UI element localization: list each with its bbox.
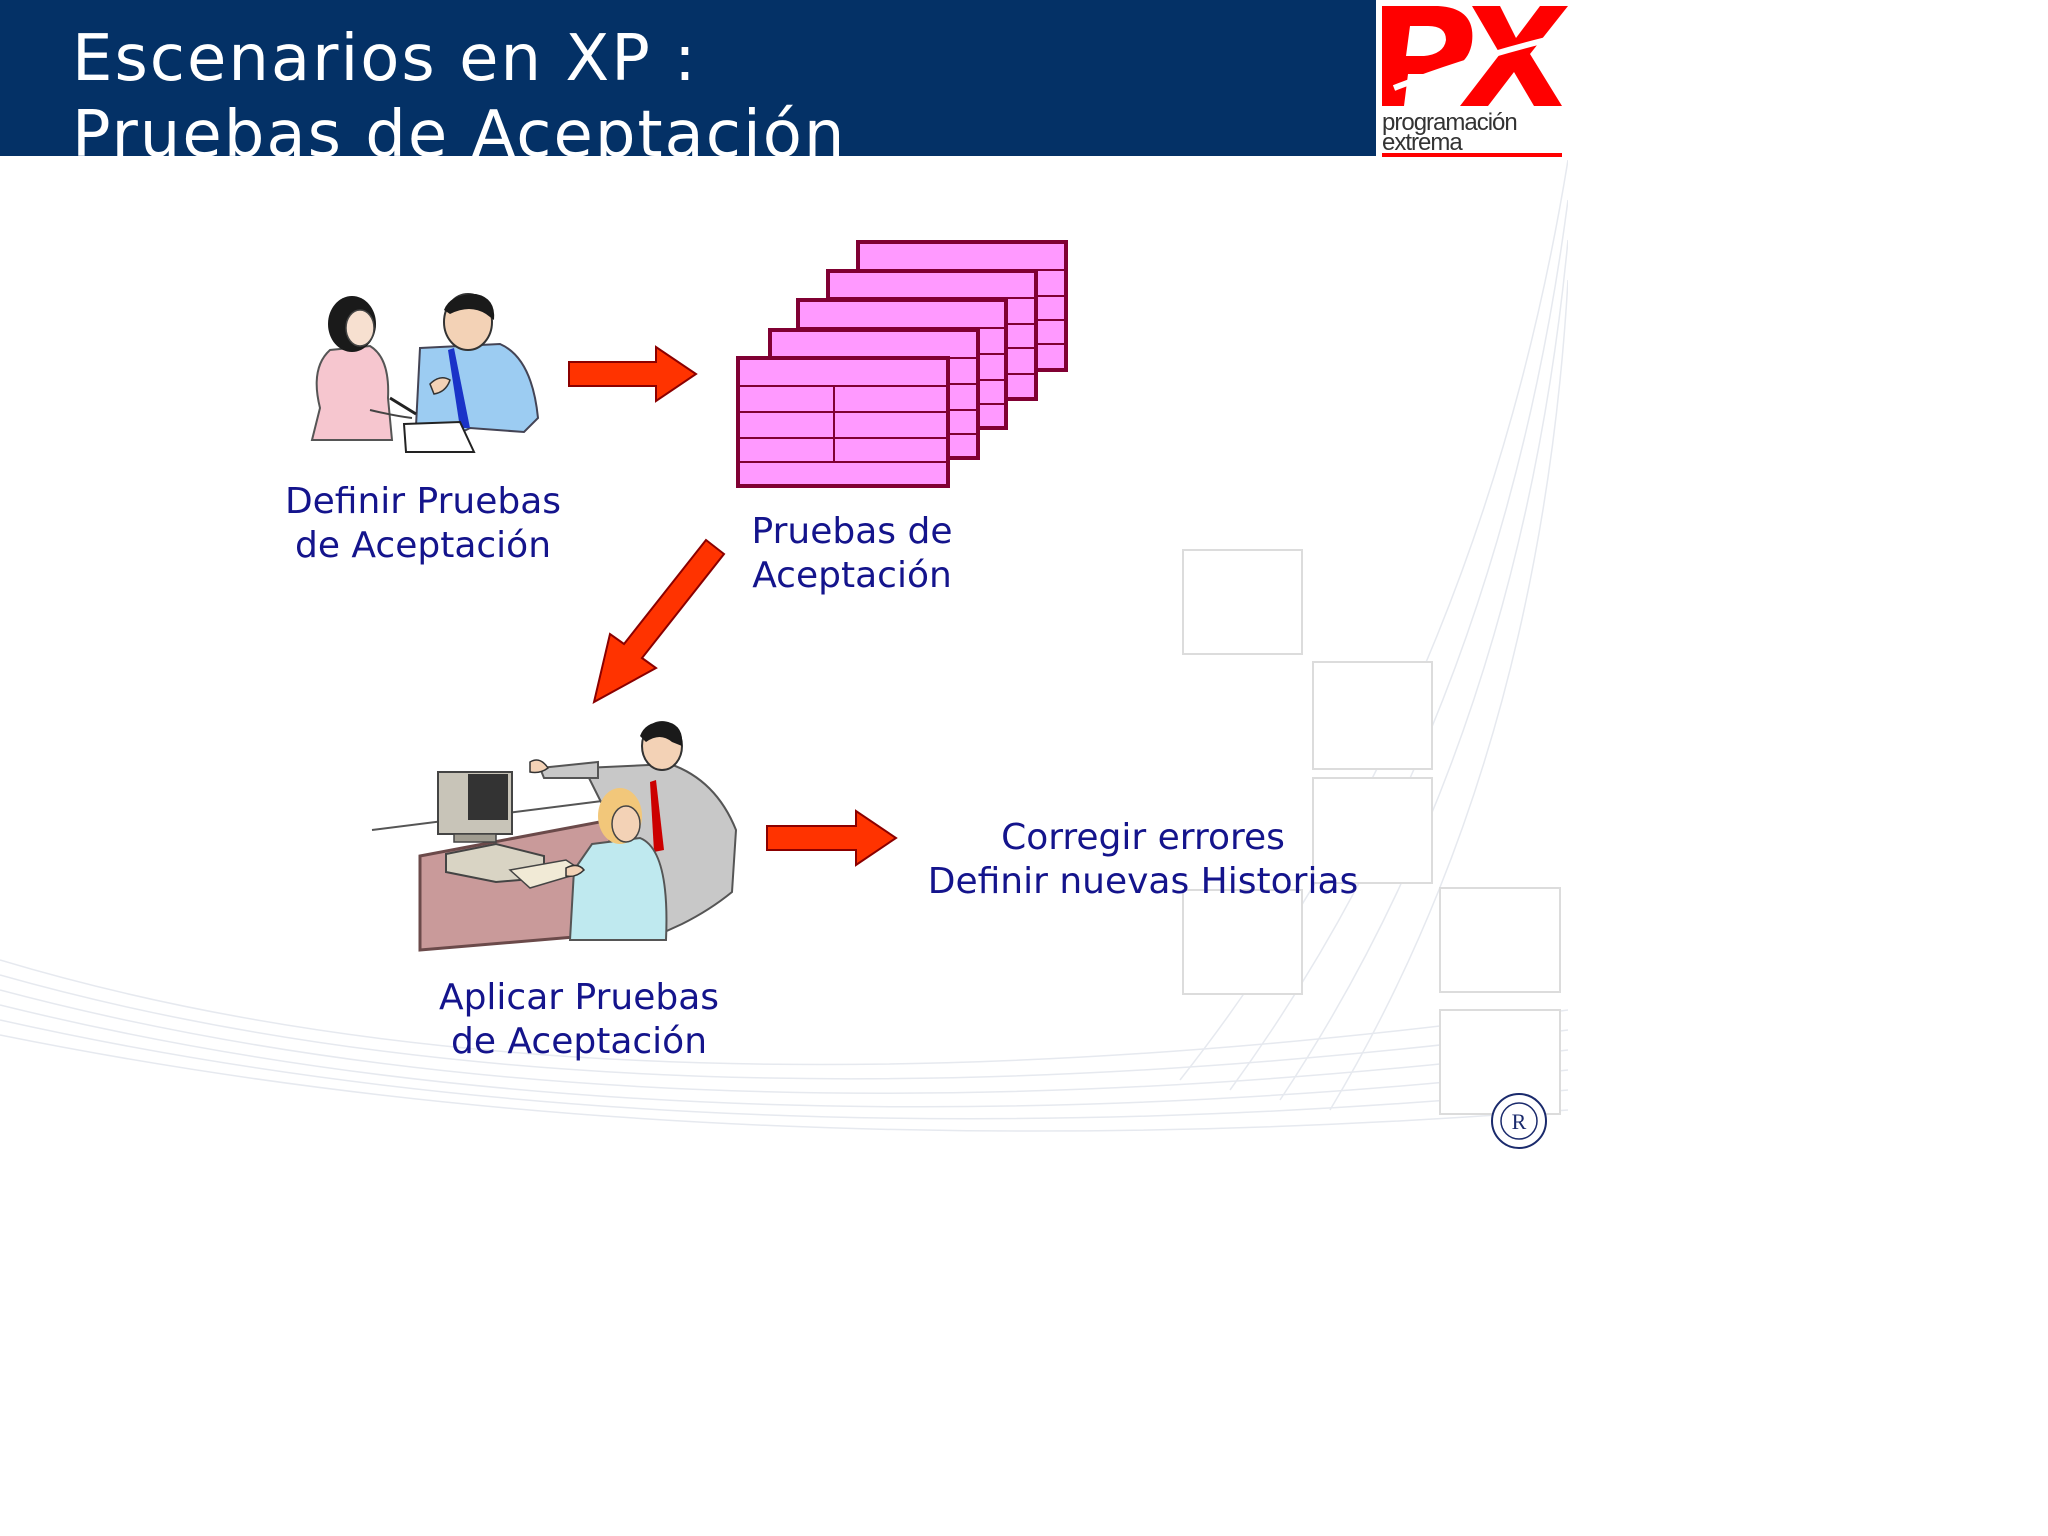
title-bar: Escenarios en XP : Pruebas de Aceptación — [0, 0, 1376, 156]
step-label-tests-line1: Pruebas de — [751, 511, 953, 552]
step-label-apply-line1: Aplicar Pruebas — [438, 977, 720, 1018]
people-applying-illustration — [371, 721, 738, 952]
step-label-apply-line2: de Aceptación — [450, 1021, 708, 1062]
step-label-define-line1: Definir Pruebas — [284, 481, 562, 522]
test-sheet-front — [736, 356, 950, 488]
step-label-result-line1: Corregir errores — [1001, 817, 1285, 858]
step-label-tests: Pruebas de Aceptación — [744, 510, 960, 598]
px-logo-graphic: programación extrema — [1382, 6, 1568, 157]
logo-text-line1: programación — [1382, 109, 1517, 136]
faint-squares — [1182, 549, 1561, 1115]
step-label-apply: Aplicar Pruebas de Aceptación — [430, 976, 728, 1064]
arrow-tests-to-apply — [592, 538, 726, 704]
step-label-result-line2: Definir nuevas Historias — [927, 861, 1359, 902]
background-decoration — [0, 159, 1568, 1132]
slide-title-line1: Escenarios en XP : — [72, 22, 698, 96]
step-label-tests-line2: Aceptación — [752, 555, 952, 596]
seal-mark: R — [1512, 1109, 1527, 1134]
logo-text-line2: extrema — [1382, 129, 1463, 156]
swoosh-lines — [0, 159, 1568, 1132]
quality-assurance-seal: R — [1491, 1093, 1547, 1149]
step-label-result: Corregir errores Definir nuevas Historia… — [910, 816, 1376, 904]
arrow-apply-to-result — [766, 809, 898, 867]
step-label-define: Definir Pruebas de Aceptación — [276, 480, 570, 568]
acceptance-test-sheets — [736, 240, 1068, 488]
slide-title-line2: Pruebas de Aceptación — [72, 98, 847, 156]
arrow-define-to-tests — [568, 345, 698, 403]
people-defining-illustration — [310, 293, 540, 453]
step-label-define-line2: de Aceptación — [294, 525, 552, 566]
px-logo: programación extrema — [1376, 0, 1568, 160]
